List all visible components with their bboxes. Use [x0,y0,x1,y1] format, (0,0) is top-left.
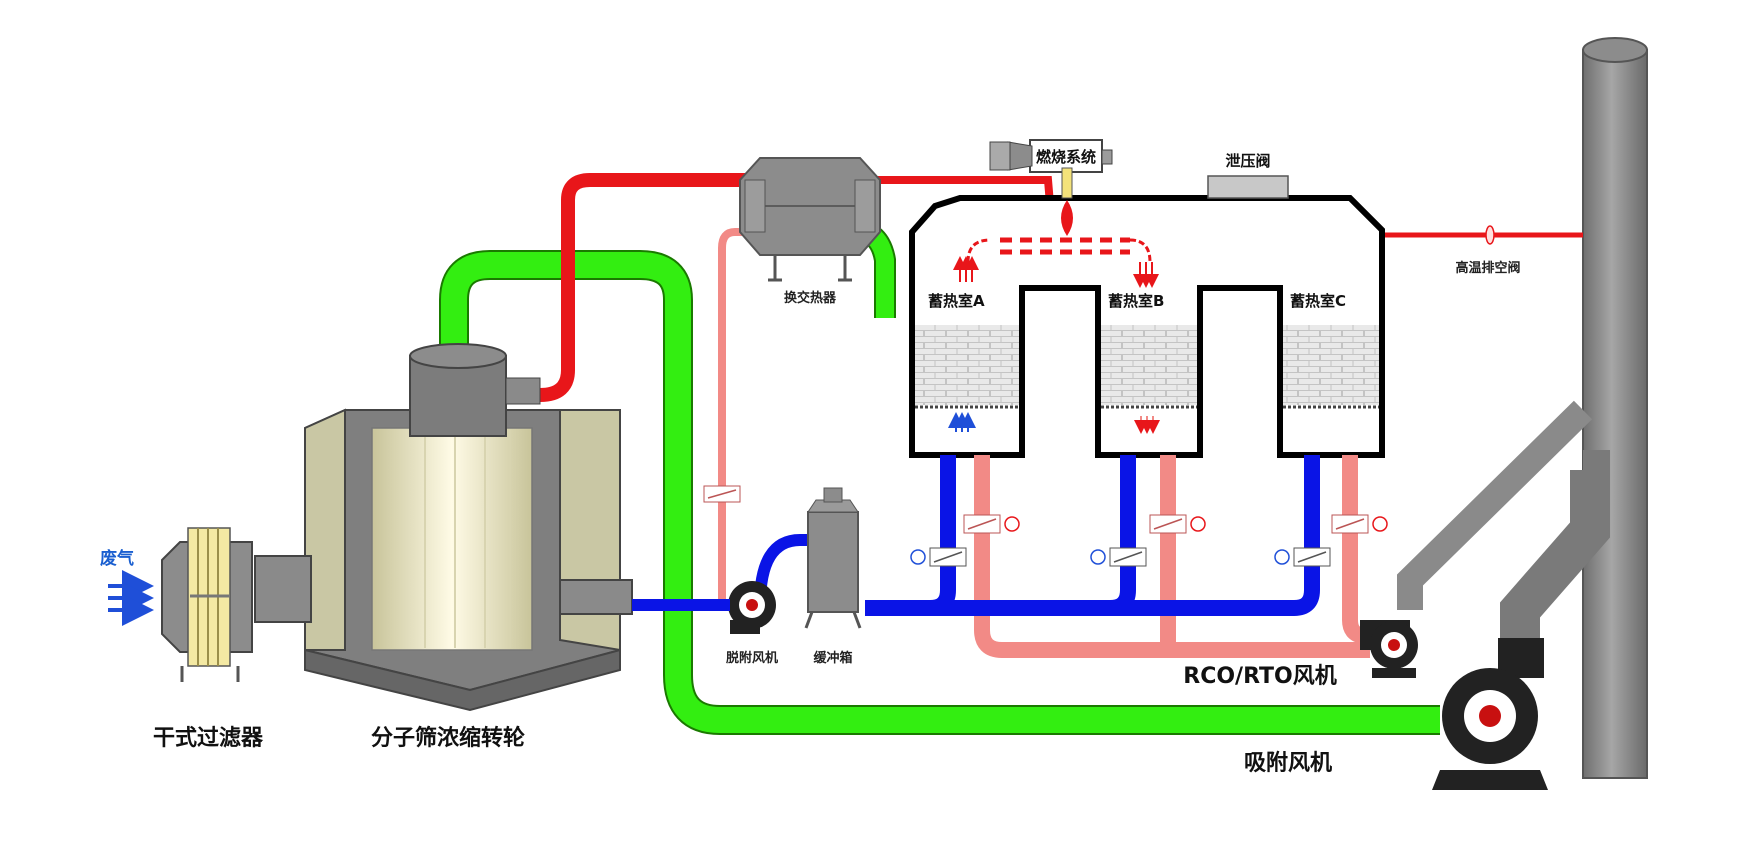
waste-gas-label: 废气 [100,548,134,569]
rco-rto-fan [1360,620,1418,678]
relief-valve [1207,175,1289,199]
buffer-tank [804,487,862,629]
adsorption-fan-label: 吸附风机 [1244,750,1332,776]
high-temp-vent-valve-label: 高温排空阀 [1455,260,1520,276]
rotor-concentrator [254,343,633,712]
waste-gas-arrows [108,570,154,626]
rto-chamber-body [909,195,1385,458]
adsorption-fan [1432,638,1548,790]
heat-exchanger-label: 换交热器 [784,290,837,306]
warm-return-pipe [718,228,760,610]
desorption-fan [728,581,776,634]
regen-chamber-a-label: 蓄热室A [928,292,985,310]
exhaust-stack [1582,37,1648,779]
rotor-label: 分子筛浓缩转轮 [371,725,525,751]
high-temp-vent-valve [1485,225,1495,245]
heat-exchanger [739,157,881,282]
desorption-fan-label: 脱附风机 [726,650,778,666]
regen-chamber-c-label: 蓄热室C [1290,292,1346,310]
dry-filter [161,527,253,682]
relief-valve-label: 泄压阀 [1225,152,1270,170]
burner [989,139,1113,236]
fan-to-stack-duct [1397,400,1610,660]
dry-filter-label: 干式过滤器 [153,726,264,751]
switching-valves [703,485,1388,567]
regen-chamber-b-label: 蓄热室B [1108,292,1164,310]
buffer-tank-label: 缓冲箱 [813,650,852,666]
rco-rto-fan-label: RCO/RTO风机 [1183,664,1337,689]
combustion-system-label: 燃烧系统 [1036,148,1096,166]
rto-flow-arrows [948,237,1160,434]
